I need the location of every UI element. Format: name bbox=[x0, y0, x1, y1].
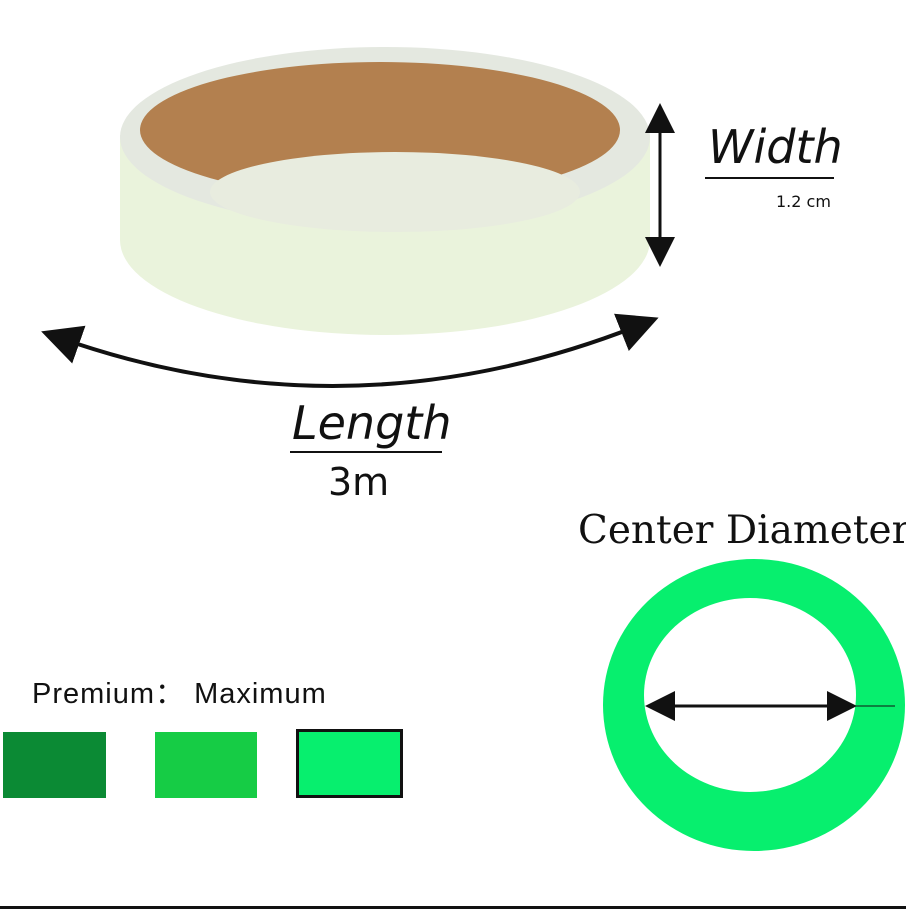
length-value: 3m bbox=[328, 460, 390, 504]
core-hole bbox=[210, 152, 580, 232]
center-diameter-title: Center Diameter bbox=[578, 508, 906, 553]
grade-label: Premium： Maximum bbox=[32, 678, 327, 710]
swatch-medium-green bbox=[155, 732, 257, 798]
swatch-bright-green-selected bbox=[296, 729, 403, 798]
tape-roll bbox=[120, 47, 650, 335]
length-title: Length bbox=[292, 396, 452, 450]
length-arrow bbox=[41, 313, 659, 388]
center-diameter-ring bbox=[603, 559, 905, 851]
swatch-dark-green bbox=[3, 732, 106, 798]
bottom-border bbox=[0, 906, 906, 909]
width-value: 1.2 cm bbox=[776, 192, 831, 211]
width-title: Width bbox=[708, 120, 843, 174]
